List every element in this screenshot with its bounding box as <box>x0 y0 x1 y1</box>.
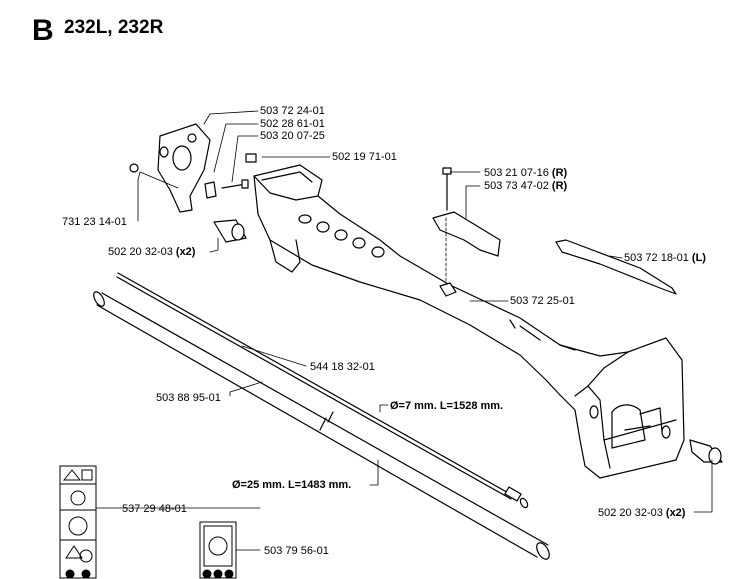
frame-holes <box>298 214 385 258</box>
part-label: 503 72 25-01 <box>510 295 575 307</box>
part-label: 502 19 71-01 <box>332 151 397 163</box>
part-label: 731 23 14-01 <box>62 216 127 228</box>
part-suffix: (x2) <box>665 507 686 519</box>
part-label: 503 88 95-01 <box>156 392 221 404</box>
clip-screw <box>204 153 257 199</box>
part-number: 503 72 18-01 <box>624 252 689 264</box>
handle-bracket <box>157 123 211 213</box>
nut <box>129 163 139 173</box>
part-label: 502 20 32-03 (x2) <box>108 246 195 258</box>
part-label: 503 73 47-02 (R) <box>484 180 567 192</box>
part-label: 503 21 07-16 (R) <box>484 167 567 179</box>
model-title: 232L, 232R <box>64 17 164 38</box>
part-suffix: (R) <box>551 180 568 192</box>
drive-shaft <box>116 272 529 509</box>
part-number: 502 20 32-03 <box>108 246 173 258</box>
part-label: 503 79 56-01 <box>264 545 329 557</box>
shaft-tube <box>93 291 550 560</box>
part-label: 503 72 24-01 <box>260 105 325 117</box>
warning-labels-icon <box>59 465 97 579</box>
part-number: 502 20 32-03 <box>598 507 663 519</box>
part-label: 537 29 48-01 <box>122 503 187 515</box>
strip <box>555 239 677 295</box>
small-clip <box>439 282 457 297</box>
part-label: 503 72 18-01 (L) <box>624 252 706 264</box>
part-number: 503 73 47-02 <box>484 180 549 192</box>
part-label: 502 20 32-03 (x2) <box>598 507 685 519</box>
knob-right <box>689 439 723 465</box>
manual-icon <box>199 521 237 579</box>
part-label: 503 20 07-25 <box>260 130 325 142</box>
tube-dimension: Ø=25 mm. L=1483 mm. <box>232 479 352 491</box>
section-letter: B <box>32 14 54 47</box>
part-suffix: (R) <box>551 167 568 179</box>
part-number: 503 21 07-16 <box>484 167 549 179</box>
part-label: 544 18 32-01 <box>310 361 375 373</box>
part-label: 502 28 61-01 <box>260 118 325 130</box>
shaft-dimension: Ø=7 mm. L=1528 mm. <box>390 400 504 412</box>
part-suffix: (x2) <box>175 246 196 258</box>
knob-left <box>213 219 247 243</box>
leader-lines <box>95 110 713 551</box>
screw-bracket-right <box>432 167 501 257</box>
part-suffix: (L) <box>691 252 706 264</box>
main-housing <box>253 164 685 479</box>
